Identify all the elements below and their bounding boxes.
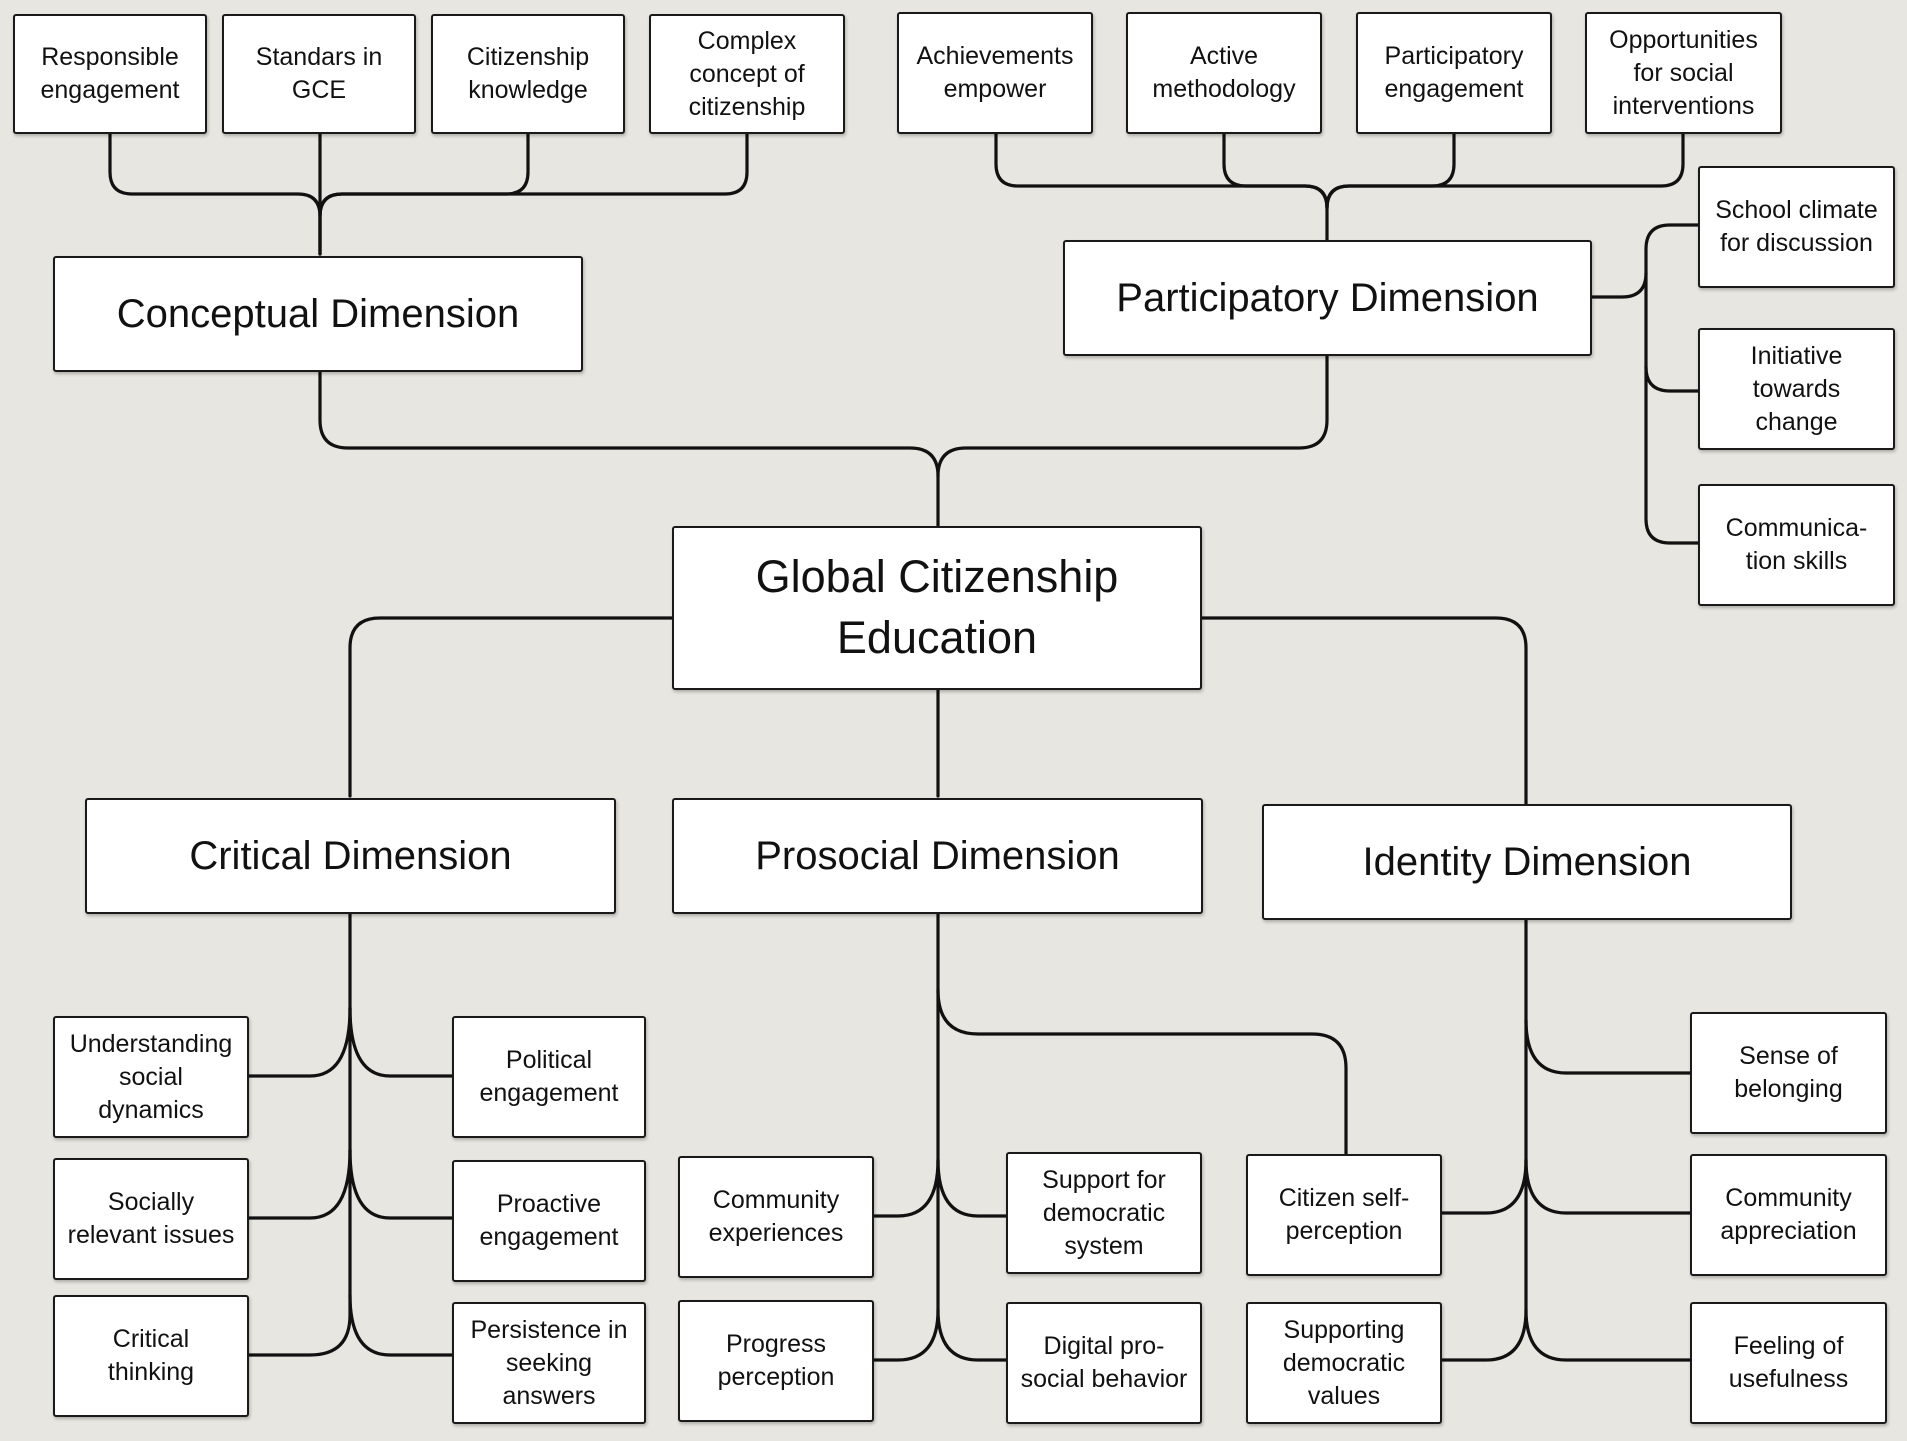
conceptual-item: Responsible engagement [13,14,207,134]
connector-identity-items [1440,918,1528,1362]
item-label: Participatory engagement [1384,42,1524,103]
item-label: Community experiences [708,1186,844,1247]
item-label: Community appreciation [1720,1184,1857,1245]
item-label: Supporting democratic values [1282,1315,1406,1410]
item-label: Critical thinking [107,1325,195,1386]
participatory-item: Active methodology [1126,12,1322,134]
item-label: Political engagement [479,1046,619,1107]
item-label: Responsible engagement [40,43,180,104]
item-label: Digital pro- social behavior [1020,1332,1188,1393]
item-label: Communica- tion skills [1725,514,1868,575]
identity-item: Sense of belonging [1690,1012,1887,1134]
connector-root-bottom [348,616,674,798]
participatory-dimension-node: Participatory Dimension [1063,240,1592,356]
conceptual-item: Complex concept of citizenship [649,14,845,134]
item-label: Citizenship knowledge [466,43,590,104]
item-label: Opportunities for social interventions [1609,25,1758,120]
root-node: Global Citizenship Education [672,526,1202,690]
prosocial-item: Community experiences [678,1156,874,1278]
critical-item: Socially relevant issues [53,1158,249,1280]
conceptual-dimension-node: Conceptual Dimension [53,256,583,372]
identity-item: Citizen self- perception [1246,1154,1442,1276]
connector-prosocial-items [872,910,940,1362]
participatory-item: Communica- tion skills [1698,484,1895,606]
item-label: Active methodology [1152,42,1296,103]
critical-item: Proactive engagement [452,1160,646,1282]
item-label: Complex concept of citizenship [688,26,806,121]
prosocial-item: Support for democratic system [1006,1152,1202,1274]
participatory-item: Achievements empower [897,12,1093,134]
participatory-item: Initiative towards change [1698,328,1895,450]
identity-item: Supporting democratic values [1246,1302,1442,1424]
critical-item: Political engagement [452,1016,646,1138]
conceptual-dimension-label: Conceptual Dimension [116,292,520,336]
prosocial-dimension-label: Prosocial Dimension [755,834,1120,878]
connector-critical-items [243,912,352,1357]
identity-item: Feeling of usefulness [1690,1302,1887,1424]
connector-participatory-side [1590,223,1700,299]
item-label: Standars in GCE [255,43,383,104]
conceptual-item: Citizenship knowledge [431,14,625,134]
conceptual-item: Standars in GCE [222,14,416,134]
critical-item: Understanding social dynamics [53,1016,249,1138]
identity-dimension-label: Identity Dimension [1362,840,1692,884]
critical-item: Persistence in seeking answers [452,1302,646,1424]
critical-item: Critical thinking [53,1295,249,1417]
participatory-dimension-label: Participatory Dimension [1116,276,1539,320]
item-label: Understanding social dynamics [69,1029,233,1124]
prosocial-dimension-node: Prosocial Dimension [672,798,1203,914]
item-label: Proactive engagement [479,1190,619,1251]
critical-dimension-label: Critical Dimension [189,834,512,878]
item-label: Support for democratic system [1042,1165,1166,1260]
prosocial-item: Digital pro- social behavior [1006,1302,1202,1424]
item-label: Progress perception [717,1330,835,1391]
participatory-item: School climate for discussion [1698,166,1895,288]
connector-root-top [318,370,940,528]
connector-conceptual-items [108,132,322,256]
item-label: Feeling of usefulness [1728,1332,1849,1393]
critical-dimension-node: Critical Dimension [85,798,616,914]
participatory-item: Opportunities for social interventions [1585,12,1782,134]
item-label: Initiative towards change [1750,341,1843,436]
item-label: Achievements empower [916,42,1074,103]
item-label: Socially relevant issues [67,1188,235,1249]
prosocial-item: Progress perception [678,1300,874,1422]
item-label: Persistence in seeking answers [470,1315,628,1410]
item-label: Citizen self- perception [1278,1184,1410,1245]
item-label: Sense of belonging [1734,1042,1843,1103]
root-label: Global Citizenship Education [755,551,1119,663]
identity-item: Community appreciation [1690,1154,1887,1276]
item-label: School climate for discussion [1715,196,1878,257]
participatory-item: Participatory engagement [1356,12,1552,134]
identity-dimension-node: Identity Dimension [1262,804,1792,920]
